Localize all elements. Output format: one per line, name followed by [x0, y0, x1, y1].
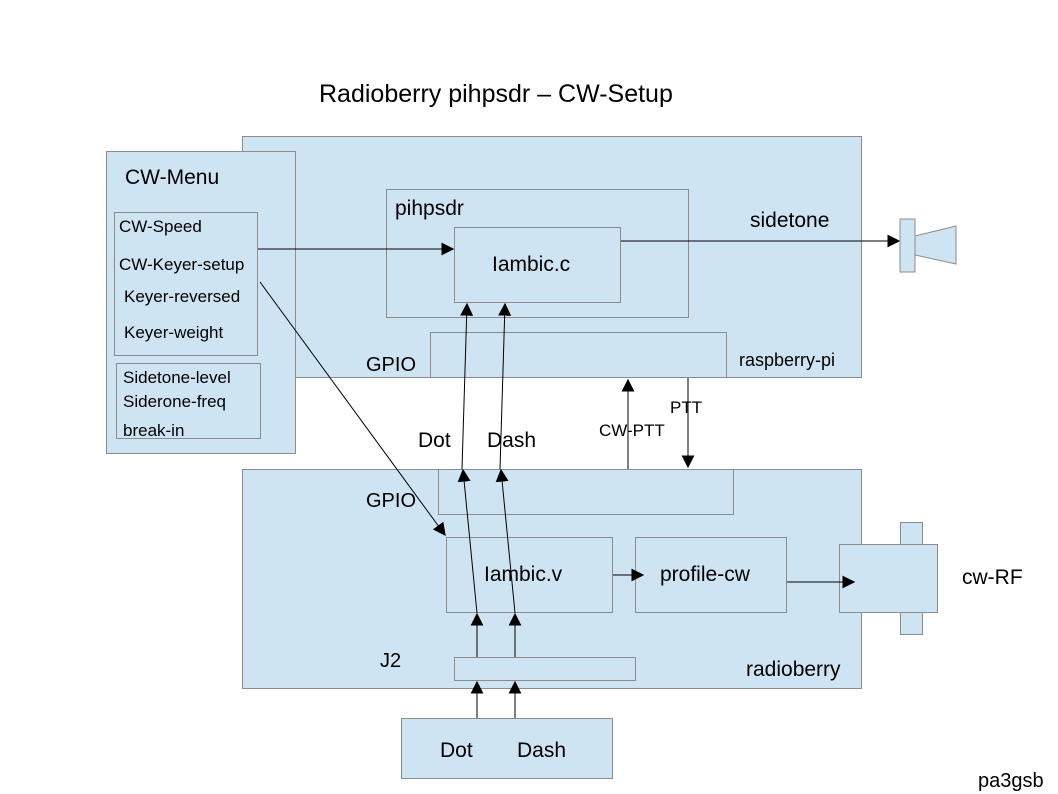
raspberry-pi-label: raspberry-pi [739, 350, 836, 370]
radioberry-gpio-label: GPIO [366, 490, 417, 512]
paddle-dot-label: Dot [440, 739, 473, 762]
paddle-dash-label: Dash [517, 739, 567, 762]
iambic-v-label: Iambic.v [484, 563, 563, 586]
menu-item-sidetone-level: Sidetone-level [123, 368, 231, 387]
radioberry-label: radioberry [746, 658, 841, 681]
paddle-block [401, 718, 613, 779]
radioberry-gpio-header [438, 469, 734, 515]
cw-rf-label: cw-RF [962, 566, 1023, 589]
j2-label: J2 [380, 650, 402, 672]
cw-menu-title: CW-Menu [125, 166, 220, 189]
profile-cw-label: profile-cw [660, 563, 750, 586]
menu-item-break-in: break-in [123, 421, 185, 440]
pihpsdr-label: pihpsdr [395, 197, 464, 220]
menu-item-sidetone-freq: Siderone-freq [123, 392, 227, 411]
cw-ptt-label: CW-PTT [599, 421, 665, 440]
menu-item-keyer-weight: Keyer-weight [124, 323, 224, 342]
iambic-c-label: Iambic.c [492, 253, 571, 276]
rf-connector-body [839, 544, 938, 613]
iambic-c-block [454, 227, 621, 303]
rpi-gpio-label: GPIO [366, 354, 417, 376]
menu-item-cw-speed: CW-Speed [119, 217, 202, 236]
diagram-title: Radioberry pihpsdr – CW-Setup [319, 80, 673, 108]
author-label: pa3gsb [978, 770, 1044, 792]
sidetone-settings-group [116, 363, 261, 439]
dot-signal-label: Dot [418, 429, 451, 452]
sidetone-label: sidetone [750, 209, 830, 232]
ptt-label: PTT [670, 398, 703, 417]
keyer-settings-group [114, 212, 258, 356]
dash-signal-label: Dash [487, 429, 537, 452]
speaker-icon [899, 218, 957, 273]
menu-item-cw-keyer-setup: CW-Keyer-setup [119, 255, 245, 274]
j2-connector [454, 657, 636, 681]
rpi-gpio-header [430, 332, 727, 378]
menu-item-keyer-reversed: Keyer-reversed [124, 287, 241, 306]
